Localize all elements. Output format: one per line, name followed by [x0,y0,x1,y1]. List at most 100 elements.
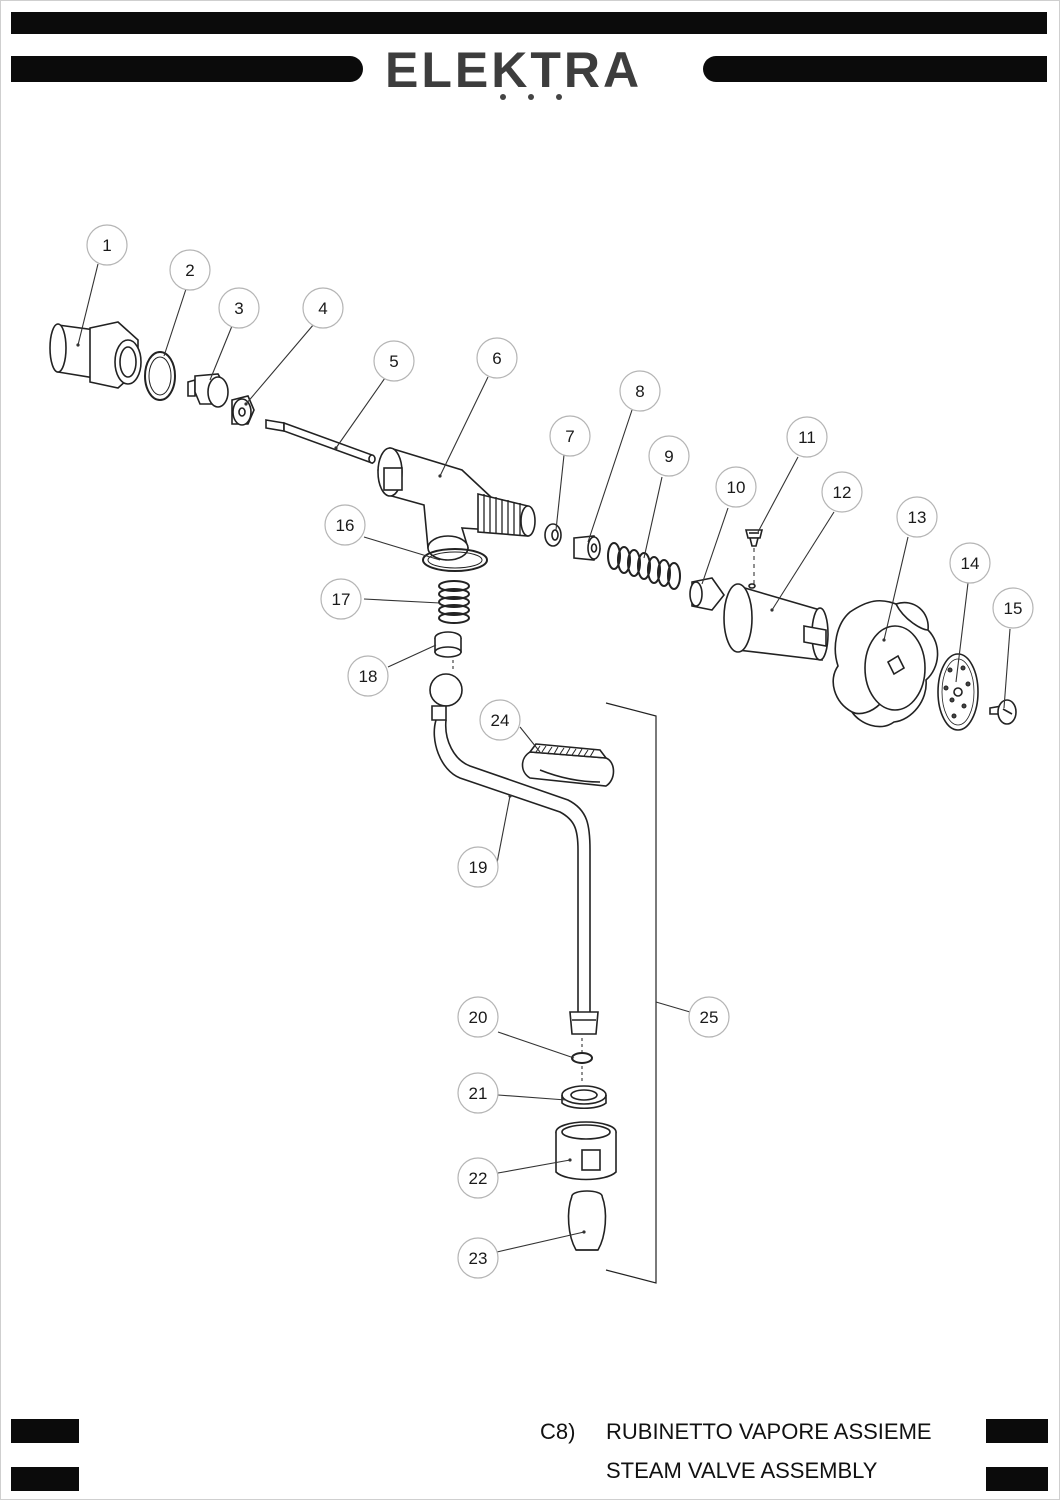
part-20-oring [571,1052,593,1064]
part-12-cap [723,583,829,661]
part-19-steam-pipe [429,673,599,1035]
part-11-screw [744,529,764,585]
callout-label: 14 [961,554,980,573]
callout-label: 21 [469,1084,488,1103]
callout-10: 10 [715,466,757,508]
callout-label: 9 [664,447,673,466]
callout-25: 25 [688,996,730,1038]
callout-13: 13 [896,496,938,538]
callout-label: 19 [469,858,488,877]
callout-label: 25 [700,1008,719,1027]
callout-circle [688,996,730,1038]
callout-5: 5 [373,340,415,382]
part-6-valve-body [377,447,536,561]
callout-2: 2 [169,249,211,291]
callout-18: 18 [347,655,389,697]
callout-circle [821,471,863,513]
callout-label: 5 [389,352,398,371]
callout-label: 2 [185,261,194,280]
callout-14: 14 [949,542,991,584]
callout-circle [479,699,521,741]
footer-title-italian: RUBINETTO VAPORE ASSIEME [606,1419,932,1444]
callout-circle [320,578,362,620]
callout-label: 6 [492,349,501,368]
part-23-tip [567,1190,607,1251]
part-10-sleeve [689,577,726,611]
callout-circle [896,496,938,538]
footer-left-bar-1 [11,1419,79,1443]
part-4-washer [231,395,255,426]
callout-circle [373,340,415,382]
header-left-bar [11,56,363,82]
callout-17: 17 [320,578,362,620]
header-top-bar [11,12,1047,34]
leader-dots [76,343,886,1234]
callout-label: 13 [908,508,927,527]
callout-11: 11 [786,416,828,458]
callout-6: 6 [476,337,518,379]
callout-circle [648,435,690,477]
callout-label: 22 [469,1169,488,1188]
part-7-seal [544,523,562,547]
part-16-oring [422,548,488,572]
callout-circle [949,542,991,584]
footer-left-bar-2 [11,1467,79,1491]
callout-24: 24 [479,699,521,741]
callout-7: 7 [549,415,591,457]
part-5-stem [265,419,376,465]
callout-circle [347,655,389,697]
callout-circle [324,504,366,546]
callout-15: 15 [992,587,1034,629]
callout-4: 4 [302,287,344,329]
callout-20: 20 [457,996,499,1038]
brand-logo: ELEKTRA [385,42,685,106]
callout-label: 7 [565,427,574,446]
callout-19: 19 [457,846,499,888]
callout-circle [457,1237,499,1279]
callout-circle [457,996,499,1038]
callout-12: 12 [821,471,863,513]
callout-8: 8 [619,370,661,412]
part-17-spring [438,580,470,624]
callout-circle [549,415,591,457]
leader-lines [77,263,1011,1253]
callout-label: 24 [491,711,510,730]
footer-right-bar-1 [986,1419,1048,1443]
callout-label: 11 [798,428,816,447]
callout-circle [218,287,260,329]
part-8-guide [573,535,601,561]
callout-circle [86,224,128,266]
callout-label: 16 [336,516,355,535]
part-22-nozzle-nut [555,1121,617,1181]
brand-logo-text: ELEKTRA [385,42,643,98]
callout-label: 12 [833,483,852,502]
part-13-handwheel [832,599,939,728]
callout-3: 3 [218,287,260,329]
part-15-screw [989,699,1017,725]
callout-circle [476,337,518,379]
callout-circle [992,587,1034,629]
callout-circle [619,370,661,412]
part-24-grip [521,743,615,787]
part-1-fitting [49,321,142,389]
callout-circle [457,1072,499,1114]
header-right-bar [703,56,1047,82]
callout-circle [786,416,828,458]
callout-label: 17 [332,590,351,609]
callout-label: 10 [727,478,746,497]
callout-label: 3 [234,299,243,318]
callout-circle [457,846,499,888]
callout-label: 23 [469,1249,488,1268]
callout-label: 18 [359,667,378,686]
part-9-spring [607,542,681,590]
callout-circle [169,249,211,291]
footer-code: C8) [540,1419,576,1444]
callout-9: 9 [648,435,690,477]
brand-logo-dots [498,94,578,104]
callout-circle [302,287,344,329]
part-21-washer [561,1085,607,1110]
callout-22: 22 [457,1157,499,1199]
callout-circle [715,466,757,508]
